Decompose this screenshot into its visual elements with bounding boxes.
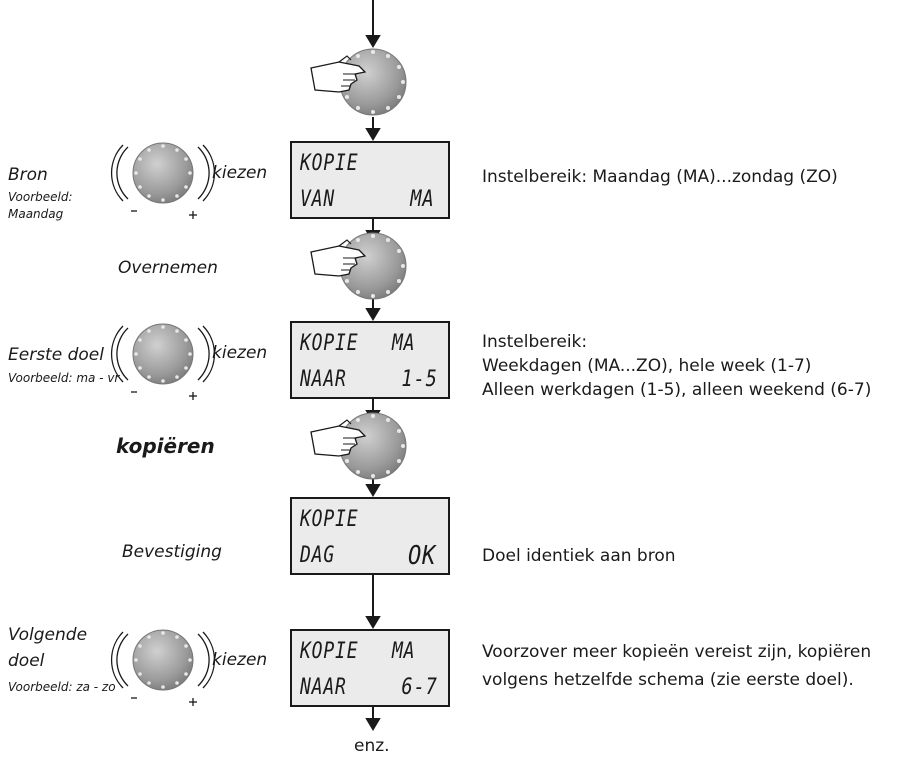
bron-action-label: kiezen: [212, 163, 268, 183]
volgende-doel-description: Voorzover meer kopieën vereist zijn, kop…: [482, 640, 871, 692]
lcd-line1: KOPIE: [300, 507, 359, 532]
lcd-line1: KOPIE: [300, 331, 359, 356]
lcd-display-bevestiging: KOPIE DAG OK: [290, 497, 450, 575]
description-line: Alleen werkdagen (1-5), alleen weekend (…: [482, 380, 872, 400]
lcd-line2-right: OK: [407, 541, 436, 571]
bron-description: Instelbereik: Maandag (MA)...zondag (ZO): [482, 167, 838, 187]
lcd-line1-right: MA: [392, 331, 416, 356]
lcd-line2-left: NAAR: [300, 675, 347, 700]
eerste-doel-action-label: kiezen: [212, 343, 268, 363]
volgende-doel-label-line1: Volgende: [8, 625, 88, 645]
description-line: Instelbereik:: [482, 332, 588, 352]
description-line: Weekdagen (MA...ZO), hele week (1-7): [482, 356, 812, 376]
end-label: enz.: [354, 736, 390, 756]
kopieren-label: kopiëren: [116, 434, 215, 458]
rotary-knob-icon: [110, 629, 216, 707]
lcd-display-bron: KOPIE VAN MA: [290, 141, 450, 219]
eerste-doel-description: Instelbereik: Weekdagen (MA...ZO), hele …: [482, 330, 871, 402]
bron-example-value: Maandag: [8, 207, 64, 221]
bevestiging-description: Doel identiek aan bron: [482, 546, 676, 566]
lcd-line1-right: MA: [392, 639, 416, 664]
lcd-line2-left: DAG: [300, 543, 336, 568]
description-line: volgens hetzelfde schema (zie eerste doe…: [482, 670, 854, 690]
volgende-doel-action-label: kiezen: [212, 650, 268, 670]
overnemen-label: Overnemen: [118, 258, 218, 278]
rotary-knob-icon: [110, 142, 216, 220]
bron-example-label: Voorbeeld:: [8, 190, 73, 204]
lcd-line2-left: VAN: [300, 187, 336, 212]
lcd-line2-right: 1-5: [401, 367, 438, 392]
description-line: Voorzover meer kopieën vereist zijn, kop…: [482, 642, 872, 662]
bron-label: Bron: [8, 165, 48, 185]
lcd-display-volgende-doel: KOPIE MA NAAR 6-7: [290, 629, 450, 707]
lcd-line2-left: NAAR: [300, 367, 347, 392]
lcd-line1: KOPIE: [300, 151, 359, 176]
lcd-display-eerste-doel: KOPIE MA NAAR 1-5: [290, 321, 450, 399]
bevestiging-label: Bevestiging: [122, 542, 222, 562]
eerste-doel-example: Voorbeeld: ma - vr: [8, 371, 120, 385]
lcd-line2-right: MA: [409, 187, 434, 212]
rotary-knob-icon: [110, 323, 216, 401]
volgende-doel-example: Voorbeeld: za - zo: [8, 680, 116, 694]
lcd-line2-right: 6-7: [401, 675, 438, 700]
eerste-doel-label: Eerste doel: [8, 345, 104, 365]
press-knob-icon: [310, 232, 407, 300]
lcd-line1: KOPIE: [300, 639, 359, 664]
press-knob-icon: [310, 48, 407, 116]
volgende-doel-label-line2: doel: [8, 651, 45, 671]
press-knob-icon: [310, 412, 407, 480]
